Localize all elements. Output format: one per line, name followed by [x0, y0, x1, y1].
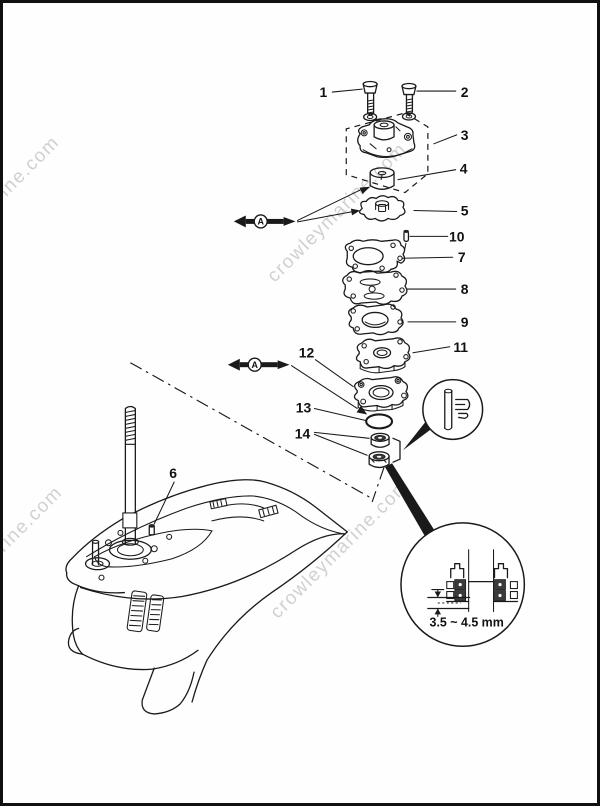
part-4-insert — [369, 167, 395, 190]
axis-segment-below-seals — [371, 466, 385, 503]
detail-circle-small — [422, 378, 484, 441]
callout-labels: 1 2 3 4 5 6 7 8 9 10 11 12 13 14 — [169, 84, 469, 481]
callout-10: 10 — [449, 228, 465, 244]
large-detail-pointer — [385, 463, 435, 538]
view-marker-a-1: A — [233, 186, 371, 229]
axis-projection-line — [130, 362, 372, 499]
view-marker-a-2: A — [227, 357, 368, 415]
watermarks: crowleymarine.com crowleymarine.com crow… — [3, 132, 414, 630]
part-3-housing — [357, 118, 416, 159]
callout-8: 8 — [461, 281, 469, 297]
part-9-gasket — [348, 303, 404, 336]
part-12-plate — [353, 376, 409, 412]
exploded-parts-diagram: crowleymarine.com crowleymarine.com crow… — [3, 80, 526, 715]
callout-2: 2 — [461, 84, 469, 100]
dashed-outline-housing — [345, 112, 429, 194]
part-7-gasket — [344, 239, 406, 274]
water-tube — [91, 539, 100, 566]
part-8-plate — [342, 270, 408, 305]
bolt-2 — [401, 82, 417, 115]
part-11-plate — [355, 337, 411, 374]
callout-6: 6 — [169, 465, 177, 481]
measurement-text: 3.5 ~ 4.5 mm — [430, 615, 504, 629]
seals-bracket — [392, 437, 401, 463]
callout-11: 11 — [453, 339, 468, 355]
part-13-oring — [365, 413, 394, 430]
driveshaft — [122, 405, 138, 545]
callout-13: 13 — [296, 399, 312, 415]
callout-5: 5 — [461, 202, 469, 218]
watermark-upper-center: crowleymarine.com — [263, 139, 411, 287]
gearcase — [65, 405, 348, 715]
callout-9: 9 — [461, 314, 469, 330]
leader-lines — [153, 88, 458, 525]
part-14-seals — [368, 432, 390, 469]
callout-1: 1 — [320, 84, 328, 100]
callout-14: 14 — [295, 425, 311, 441]
part-10-pin — [403, 229, 410, 251]
washer-2 — [401, 112, 417, 121]
view-marker-a-1-letter: A — [257, 217, 264, 227]
measurement-arrow — [431, 589, 445, 617]
small-detail-pointer — [402, 421, 431, 451]
view-marker-a-2-letter: A — [251, 360, 258, 370]
callout-4: 4 — [460, 161, 468, 177]
bolt-1 — [362, 80, 378, 116]
watermark-mid-left: crowleymarine.com — [3, 482, 67, 630]
detail-circle-large: 3.5 ~ 4.5 mm — [400, 522, 526, 648]
watermark-center: crowleymarine.com — [266, 475, 414, 623]
washer-1 — [363, 112, 378, 122]
callout-12: 12 — [299, 345, 315, 361]
part-5-impeller — [359, 195, 406, 222]
callout-3: 3 — [461, 127, 469, 143]
watermark-top-left: crowleymarine.com — [3, 132, 64, 280]
part-6-dowel — [148, 524, 155, 536]
callout-7: 7 — [458, 249, 466, 265]
